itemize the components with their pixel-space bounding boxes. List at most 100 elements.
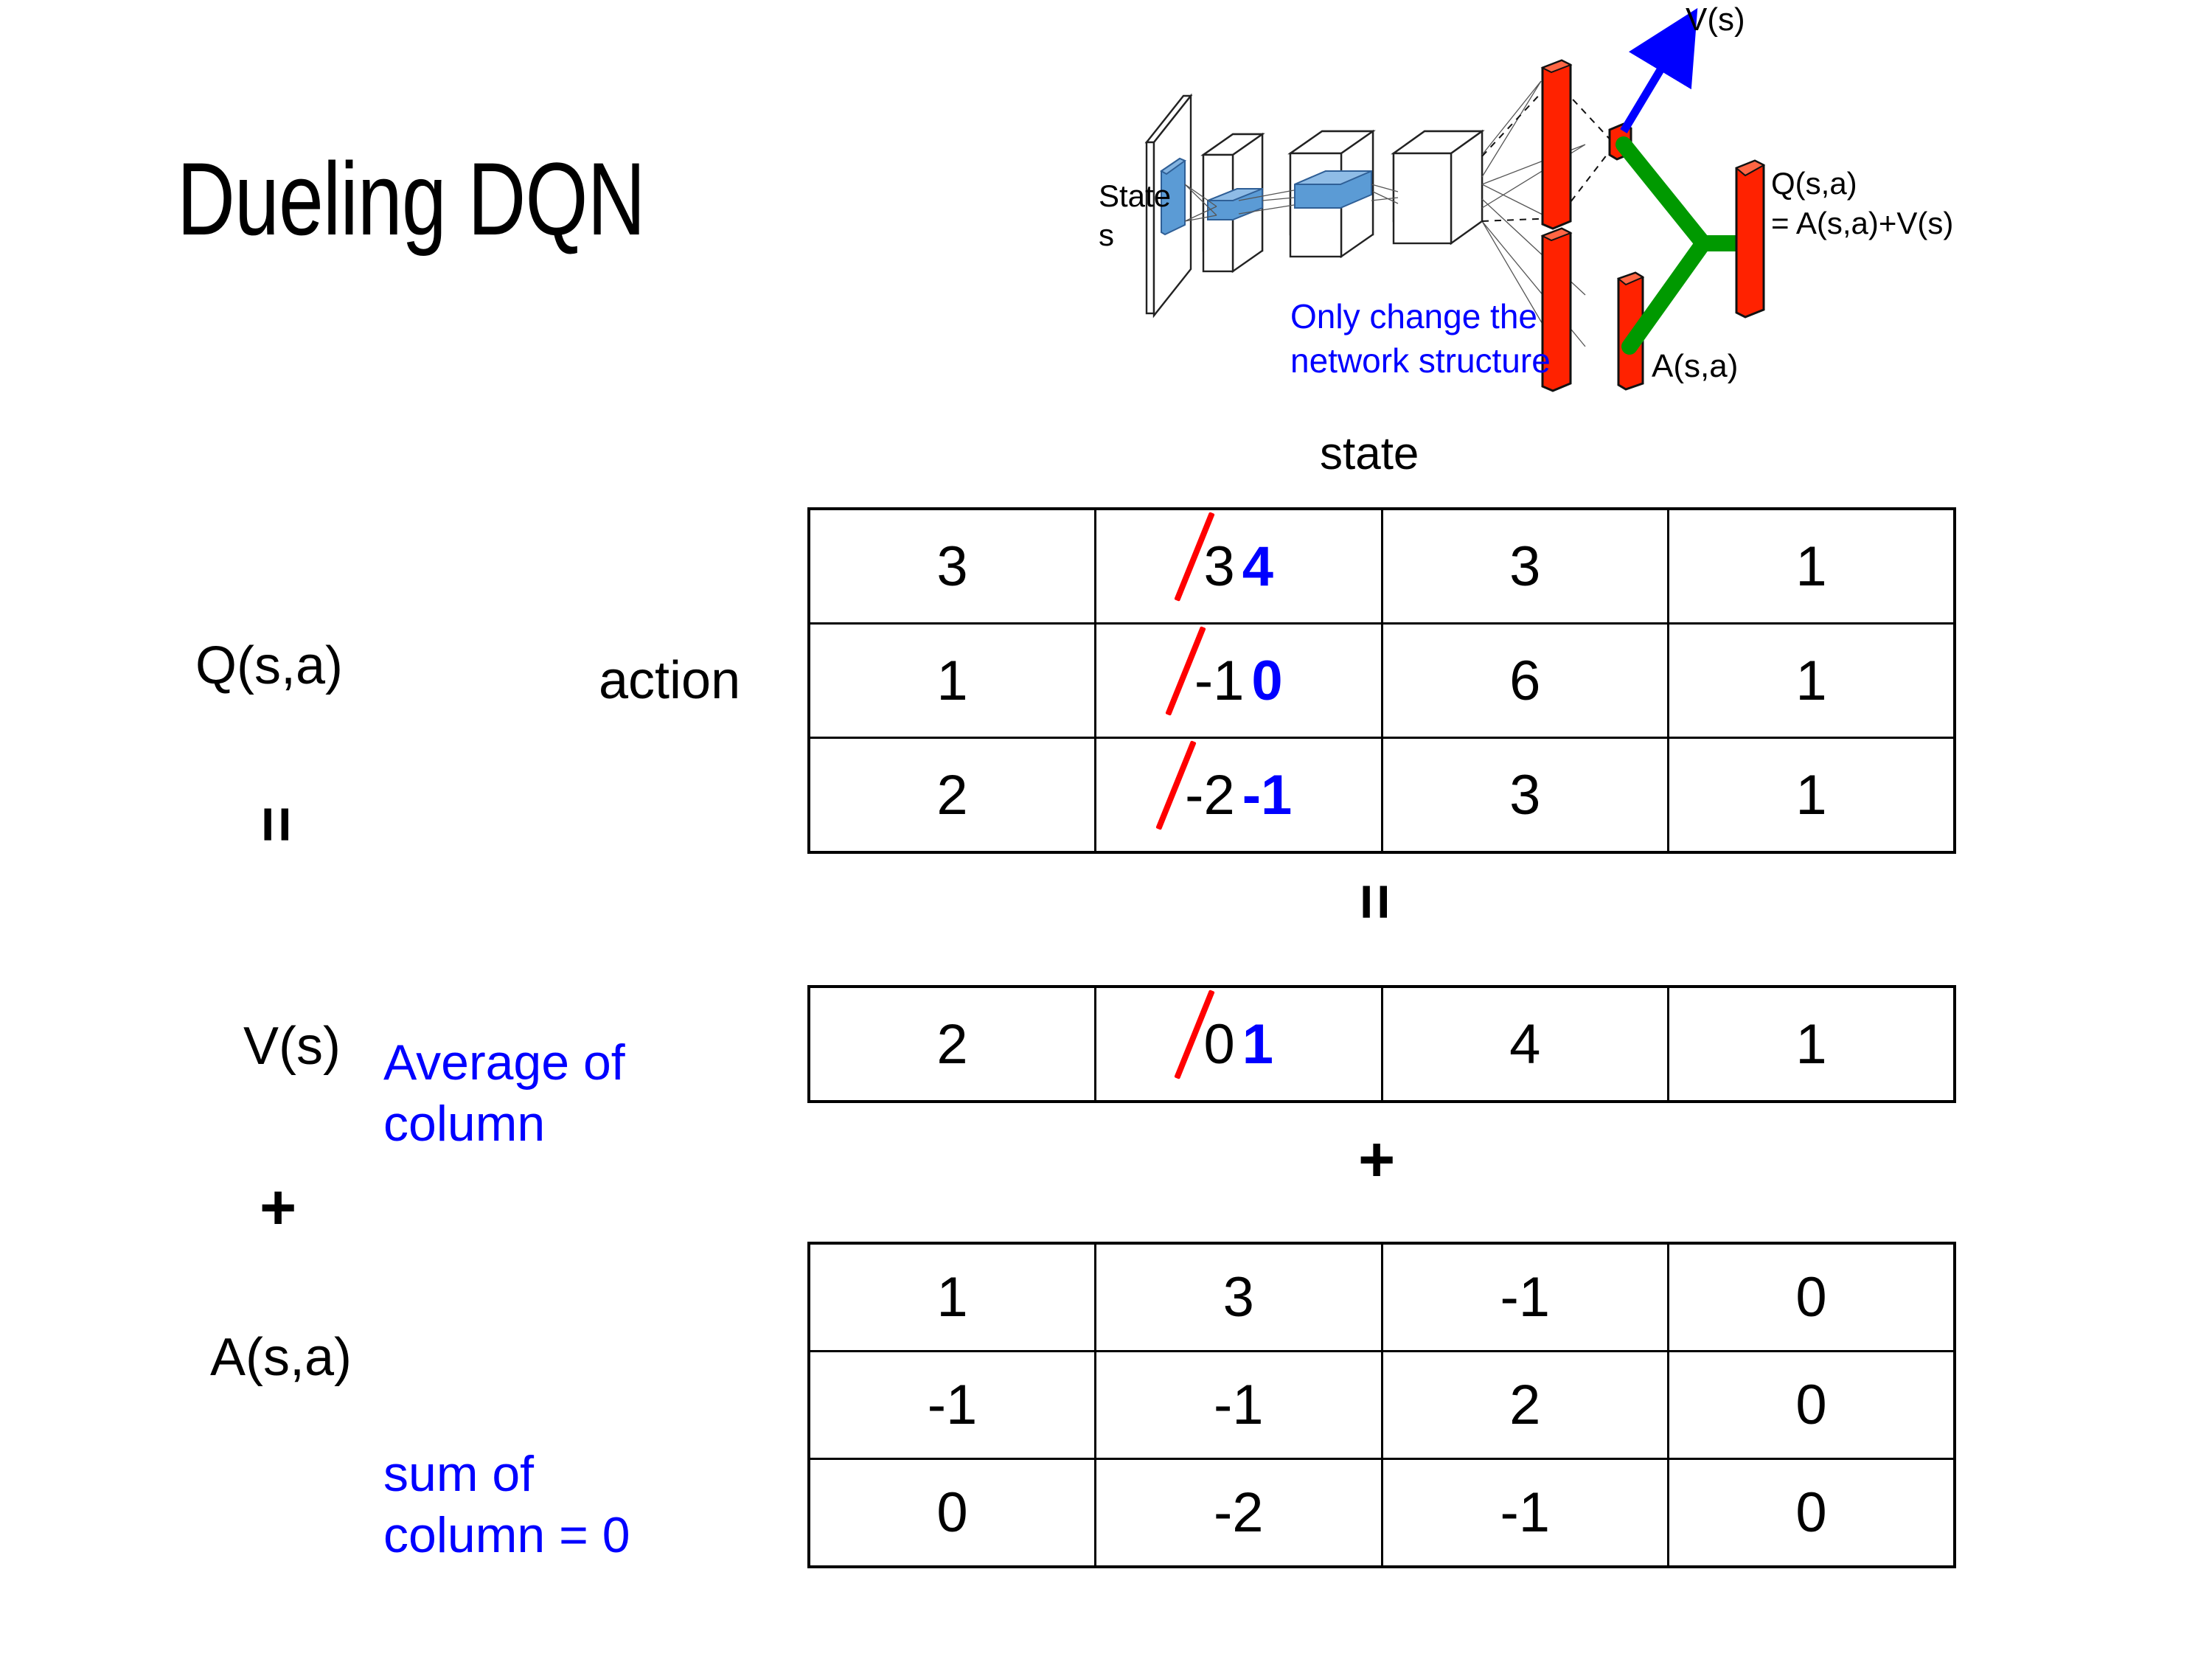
diagram-note-line1: Only change the [1290, 297, 1538, 335]
cell-value: -1 [1500, 1266, 1551, 1329]
table-row: 2 -2-1 3 1 [807, 737, 1956, 854]
updated-value: -1 [1242, 763, 1293, 827]
cell-value: 0 [936, 1481, 968, 1544]
table-cell[interactable]: -2-1 [1094, 737, 1383, 854]
cell-value: 1 [1795, 535, 1827, 598]
cell-value: 3 [1509, 535, 1541, 598]
table-cell[interactable]: 1 [807, 1242, 1096, 1352]
receptive-field-patch-icon [1160, 157, 1187, 236]
diagram-note-line2: network structure [1290, 341, 1551, 380]
updated-value: 0 [1251, 649, 1283, 712]
cell-value: 2 [936, 763, 968, 827]
conv-block-3-icon [1391, 129, 1485, 246]
equals-glyph: = [241, 805, 313, 844]
a-note-line2: column = 0 [383, 1506, 630, 1563]
a-table: 1 3 -1 0 -1 -1 2 0 0 -2 -1 0 [807, 1242, 1956, 1568]
table-cell[interactable]: 2 [807, 737, 1096, 854]
table-cell[interactable]: -2 [1094, 1458, 1383, 1568]
q-function-label: Q(s,a) [195, 636, 344, 695]
table-cell[interactable]: 4 [1380, 985, 1669, 1103]
q-output-bar-icon [1735, 159, 1766, 319]
a-function-label: A(s,a) [210, 1328, 352, 1387]
table-row: 1 3 -1 0 [807, 1242, 1956, 1352]
table-cell[interactable]: 3 [1094, 1242, 1383, 1352]
value-hidden-layer-bar-icon [1540, 59, 1573, 230]
table-cell[interactable]: 1 [1667, 985, 1956, 1103]
strikethrough-icon [1174, 989, 1216, 1079]
table-cell[interactable]: 6 [1380, 622, 1669, 739]
updated-value: 4 [1242, 535, 1274, 598]
table-cell[interactable]: 0 [1667, 1350, 1956, 1460]
page-title: Dueling DQN [177, 141, 646, 257]
cell-value: 1 [1795, 1012, 1827, 1076]
table-cell[interactable]: 3 [1380, 737, 1669, 854]
table-cell[interactable]: 1 [1667, 507, 1956, 625]
cell-value: -2 [1213, 1481, 1264, 1544]
action-axis-header: action [599, 651, 741, 710]
diagram-input-label-line1: State [1099, 178, 1172, 213]
cell-value: -1 [1213, 1374, 1264, 1436]
v-function-label: V(s) [243, 1017, 341, 1076]
equals-symbol-between-tables: = [1340, 883, 1411, 921]
diagram-note: Only change the network structure [1290, 295, 1551, 383]
table-cell[interactable]: 1 [807, 622, 1096, 739]
struck-old-value: 3 [1174, 511, 1235, 602]
diagram-input-label: State s [1099, 177, 1171, 254]
aggregation-merge-icon [1615, 136, 1752, 355]
v-note-line2: column [383, 1095, 546, 1152]
table-cell[interactable]: -1 [1094, 1350, 1383, 1460]
plus-symbol-between-tables: + [1358, 1124, 1396, 1195]
cell-value: -1 [927, 1374, 978, 1436]
table-cell[interactable]: 0 [1667, 1458, 1956, 1568]
table-cell[interactable]: 1 [1667, 622, 1956, 739]
struck-old-value: 0 [1174, 989, 1235, 1079]
diagram-value-label: V(s) [1686, 1, 1745, 38]
table-cell[interactable]: 1 [1667, 737, 1956, 854]
v-note-line1: Average of [383, 1034, 625, 1091]
table-cell[interactable]: 3 [1380, 507, 1669, 625]
cell-value: 0 [1795, 1481, 1827, 1544]
updated-value: 1 [1242, 1012, 1274, 1076]
connection-lines [1184, 80, 1586, 347]
cell-value: -1 [1500, 1481, 1551, 1544]
cell-value: 1 [1795, 649, 1827, 712]
table-cell[interactable]: 0 [1667, 1242, 1956, 1352]
network-architecture-svg [1144, 7, 1766, 392]
diagram-input-label-line2: s [1099, 217, 1114, 252]
dueling-network-diagram: State s Only change the network structur… [1069, 0, 2212, 413]
value-output-arrow-icon [1620, 7, 1698, 133]
cell-value: 3 [1222, 1266, 1254, 1329]
cell-value: 2 [936, 1012, 968, 1076]
table-cell[interactable]: 2 [1380, 1350, 1669, 1460]
cell-value: 4 [1509, 1012, 1541, 1076]
table-cell[interactable]: 2 [807, 985, 1096, 1103]
table-cell[interactable]: -1 [1380, 1458, 1669, 1568]
advantage-hidden-layer-bar-icon [1540, 227, 1573, 392]
a-note-line1: sum of [383, 1446, 535, 1502]
cell-value: 1 [936, 649, 968, 712]
struck-old-value: -2 [1155, 740, 1235, 830]
cell-value: 2 [1509, 1374, 1541, 1436]
equals-symbol-left: = [241, 793, 312, 856]
strikethrough-icon [1174, 511, 1216, 602]
state-axis-header: state [1320, 428, 1419, 479]
cell-value: 0 [1795, 1374, 1827, 1436]
diagram-q-label-line2: = A(s,a)+V(s) [1771, 205, 1954, 240]
feature-map-2-icon [1294, 170, 1372, 209]
table-cell[interactable]: 3 [807, 507, 1096, 625]
table-cell[interactable]: -1 [1380, 1242, 1669, 1352]
table-cell[interactable]: 0 [807, 1458, 1096, 1568]
strikethrough-icon [1165, 625, 1206, 716]
plus-symbol-left: + [260, 1172, 297, 1243]
cell-value: 1 [1795, 763, 1827, 827]
cell-value: 3 [1509, 763, 1541, 827]
table-cell[interactable]: -1 [807, 1350, 1096, 1460]
